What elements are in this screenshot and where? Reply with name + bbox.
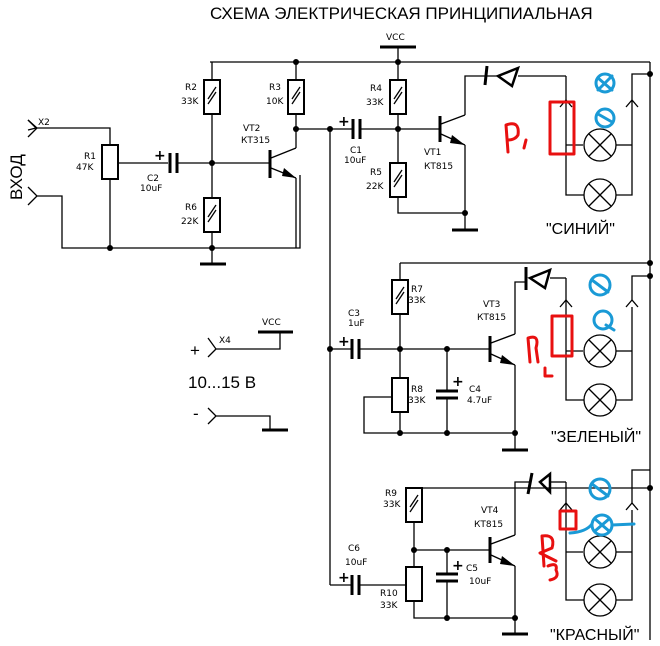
r8-value: 33K (408, 396, 426, 406)
power-connector-minus (207, 407, 271, 430)
annotation-box (558, 509, 578, 531)
c4-value: 4.7uF (467, 396, 492, 406)
svg-text:+: + (338, 570, 350, 586)
r10-value: 33K (380, 601, 398, 611)
c2-ref: C2 (147, 174, 159, 184)
power-voltage: 10...15 В (188, 373, 256, 392)
svg-text:+: + (452, 374, 464, 390)
vt1-value: КТ815 (424, 162, 453, 172)
svg-text:+: + (338, 334, 350, 350)
r4-value: 33K (366, 98, 384, 108)
r5-ref: R5 (370, 168, 382, 178)
vt3-ref: VT3 (483, 300, 500, 310)
c1-value: 10uF (344, 156, 366, 166)
diode-icon (538, 471, 552, 496)
c1-ref: C1 (350, 146, 362, 156)
c4-ref: C4 (469, 385, 481, 395)
power-plus: + (190, 341, 200, 360)
vt2-value: КТ315 (241, 136, 270, 146)
channel-label-green: "ЗЕЛЕНЫЙ" (551, 427, 641, 446)
c6-value: 10uF (345, 558, 367, 568)
r2-value: 33K (181, 97, 199, 107)
c5-value: 10uF (469, 577, 491, 587)
c5-ref: C5 (466, 564, 478, 574)
r6-ref: R6 (185, 203, 197, 213)
resistor-r1 (101, 144, 119, 180)
svg-text:+: + (452, 558, 464, 574)
diode-icon (495, 65, 521, 89)
r7-value: 33K (408, 296, 426, 306)
channel-label-red: "КРАСНЫЙ" (550, 625, 639, 644)
r9-ref: R9 (385, 489, 397, 499)
c6-ref: C6 (348, 544, 360, 554)
vt3-value: КТ815 (477, 313, 506, 323)
c3-value: 1uF (348, 319, 365, 329)
r1-ref: R1 (84, 152, 96, 162)
svg-text:+: + (338, 114, 350, 130)
r3-ref: R3 (269, 83, 281, 93)
vt4-value: КТ815 (474, 520, 503, 530)
svg-text:+: + (154, 148, 166, 164)
annotation-box (548, 100, 576, 156)
schematic-title: СХЕМА ЭЛЕКТРИЧЕСКАЯ ПРИНЦИПИАЛЬНАЯ (210, 4, 593, 23)
c2-value: 10uF (140, 184, 162, 194)
r10-ref: R10 (380, 589, 398, 599)
r3-value: 10K (266, 97, 284, 107)
input-connector-bottom (27, 186, 52, 206)
power-connector-label: X4 (219, 336, 231, 346)
annotation-r1-label (504, 122, 528, 154)
channel-label-blue: "СИНИЙ" (546, 219, 615, 238)
channel-red-block: "КРАСНЫЙ" (526, 469, 650, 644)
c3-ref: C3 (348, 309, 360, 319)
power-vcc-label: VCC (262, 318, 281, 328)
channel-green-block: "ЗЕЛЕНЫЙ" (524, 267, 650, 446)
channel-blue-block: "СИНИЙ" (483, 65, 650, 238)
input-connector-label: X2 (38, 118, 50, 128)
vt4-ref: VT4 (481, 506, 499, 516)
power-minus: - (193, 404, 199, 423)
vt2-ref: VT2 (243, 124, 260, 134)
vcc-label: VCC (386, 33, 405, 43)
power-connector-plus (207, 337, 234, 358)
annotation-r2-label (526, 335, 554, 378)
input-connector-top (27, 119, 52, 138)
input-label: ВХОД (7, 154, 26, 200)
resistor-r8 (391, 377, 409, 413)
r6-value: 22K (181, 217, 199, 227)
r4-ref: R4 (370, 84, 382, 94)
r7-ref: R7 (411, 285, 423, 295)
annotation-r3-label (538, 534, 559, 582)
r9-value: 33K (383, 500, 401, 510)
vt1-ref: VT1 (424, 148, 441, 158)
r2-ref: R2 (185, 83, 197, 93)
diode-icon (527, 267, 552, 290)
annotation-box (550, 314, 574, 358)
r5-value: 22K (366, 182, 384, 192)
r8-ref: R8 (411, 385, 423, 395)
resistor-r10 (405, 566, 423, 602)
r1-value: 47K (76, 163, 94, 173)
